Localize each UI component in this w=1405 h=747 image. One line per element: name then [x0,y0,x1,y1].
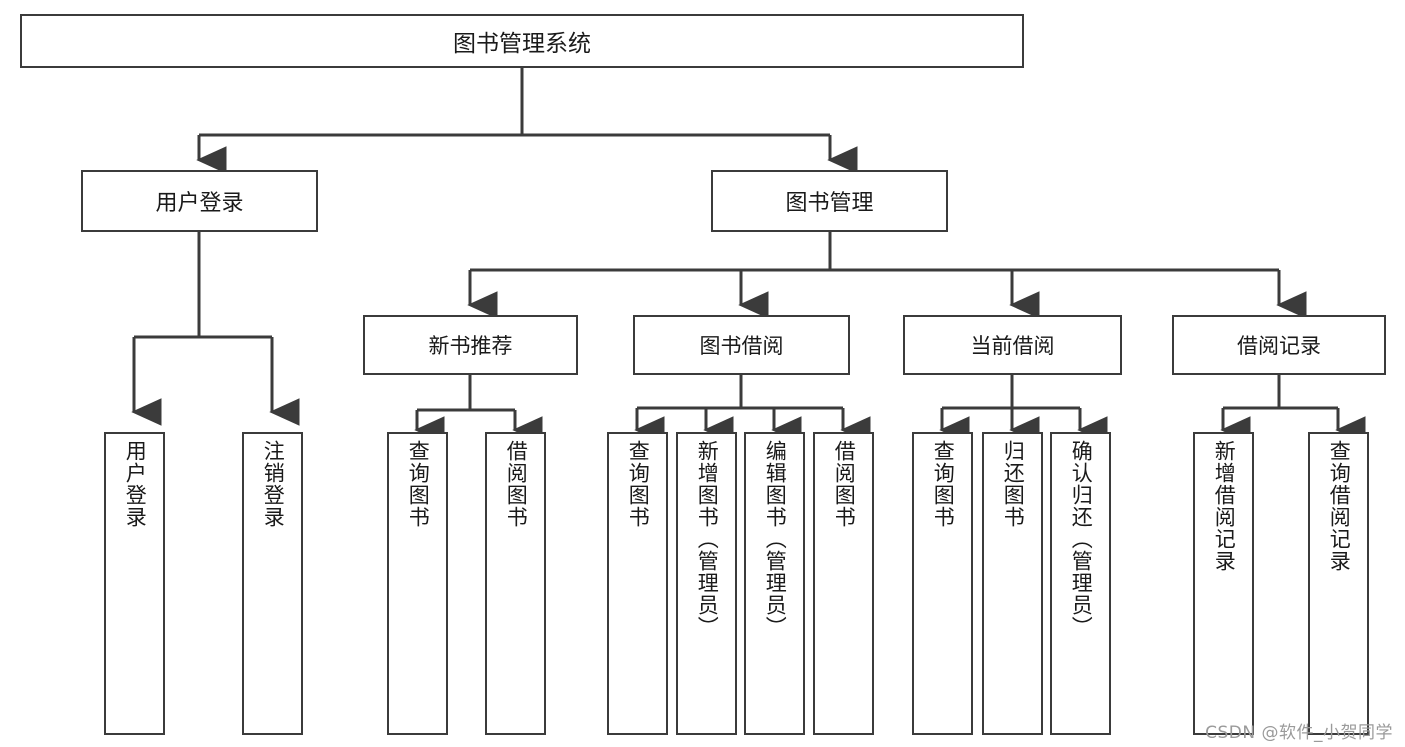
leaf-current-borrow-query-label: 查询图书 [931,440,956,528]
node-user-login-label: 用户登录 [155,191,244,216]
leaf-book-borrow-query-label: 查询图书 [626,440,651,528]
leaf-borrow-record-add[interactable]: 新增借阅记录 [1193,432,1254,735]
leaf-borrow-record-query-label: 查询借阅记录 [1327,440,1352,572]
node-borrow-record[interactable]: 借阅记录 [1172,315,1386,375]
leaf-current-borrow-return[interactable]: 归还图书 [982,432,1043,735]
leaf-book-borrow-borrow-label: 借阅图书 [832,440,857,528]
node-new-book-recommend[interactable]: 新书推荐 [363,315,578,375]
leaf-new-book-query-label: 查询图书 [406,440,431,528]
leaf-current-borrow-query[interactable]: 查询图书 [912,432,973,735]
node-book-management-label: 图书管理 [785,191,874,216]
leaf-current-borrow-return-label: 归还图书 [1001,440,1026,528]
leaf-book-borrow-edit[interactable]: 编辑图书（管理员） [744,432,805,735]
leaf-book-borrow-query[interactable]: 查询图书 [607,432,668,735]
node-book-borrow-label: 图书借阅 [699,334,784,358]
node-root-label: 图书管理系统 [453,31,591,57]
leaf-new-book-query[interactable]: 查询图书 [387,432,448,735]
node-borrow-record-label: 借阅记录 [1237,334,1321,358]
csdn-watermark: CSDN @软件_小贺同学 [1205,723,1393,743]
leaf-book-borrow-add[interactable]: 新增图书（管理员） [676,432,737,735]
leaf-current-borrow-confirm[interactable]: 确认归还（管理员） [1050,432,1111,735]
leaf-user-login-login-label: 用户登录 [123,440,148,528]
leaf-book-borrow-add-label: 新增图书（管理员） [695,440,720,638]
node-book-management[interactable]: 图书管理 [711,170,948,232]
leaf-book-borrow-edit-label: 编辑图书（管理员） [763,440,788,638]
leaf-borrow-record-add-label: 新增借阅记录 [1212,440,1237,572]
node-new-book-recommend-label: 新书推荐 [428,334,513,358]
node-root[interactable]: 图书管理系统 [20,14,1024,68]
leaf-user-login-logout-label: 注销登录 [261,440,286,528]
leaf-borrow-record-query[interactable]: 查询借阅记录 [1308,432,1369,735]
node-user-login[interactable]: 用户登录 [81,170,318,232]
leaf-book-borrow-borrow[interactable]: 借阅图书 [813,432,874,735]
leaf-user-login-logout[interactable]: 注销登录 [242,432,303,735]
node-current-borrow[interactable]: 当前借阅 [903,315,1122,375]
leaf-new-book-borrow[interactable]: 借阅图书 [485,432,546,735]
leaf-new-book-borrow-label: 借阅图书 [504,440,529,528]
node-current-borrow-label: 当前借阅 [970,334,1055,358]
leaf-user-login-login[interactable]: 用户登录 [104,432,165,735]
leaf-current-borrow-confirm-label: 确认归还（管理员） [1069,440,1094,638]
node-book-borrow[interactable]: 图书借阅 [633,315,850,375]
